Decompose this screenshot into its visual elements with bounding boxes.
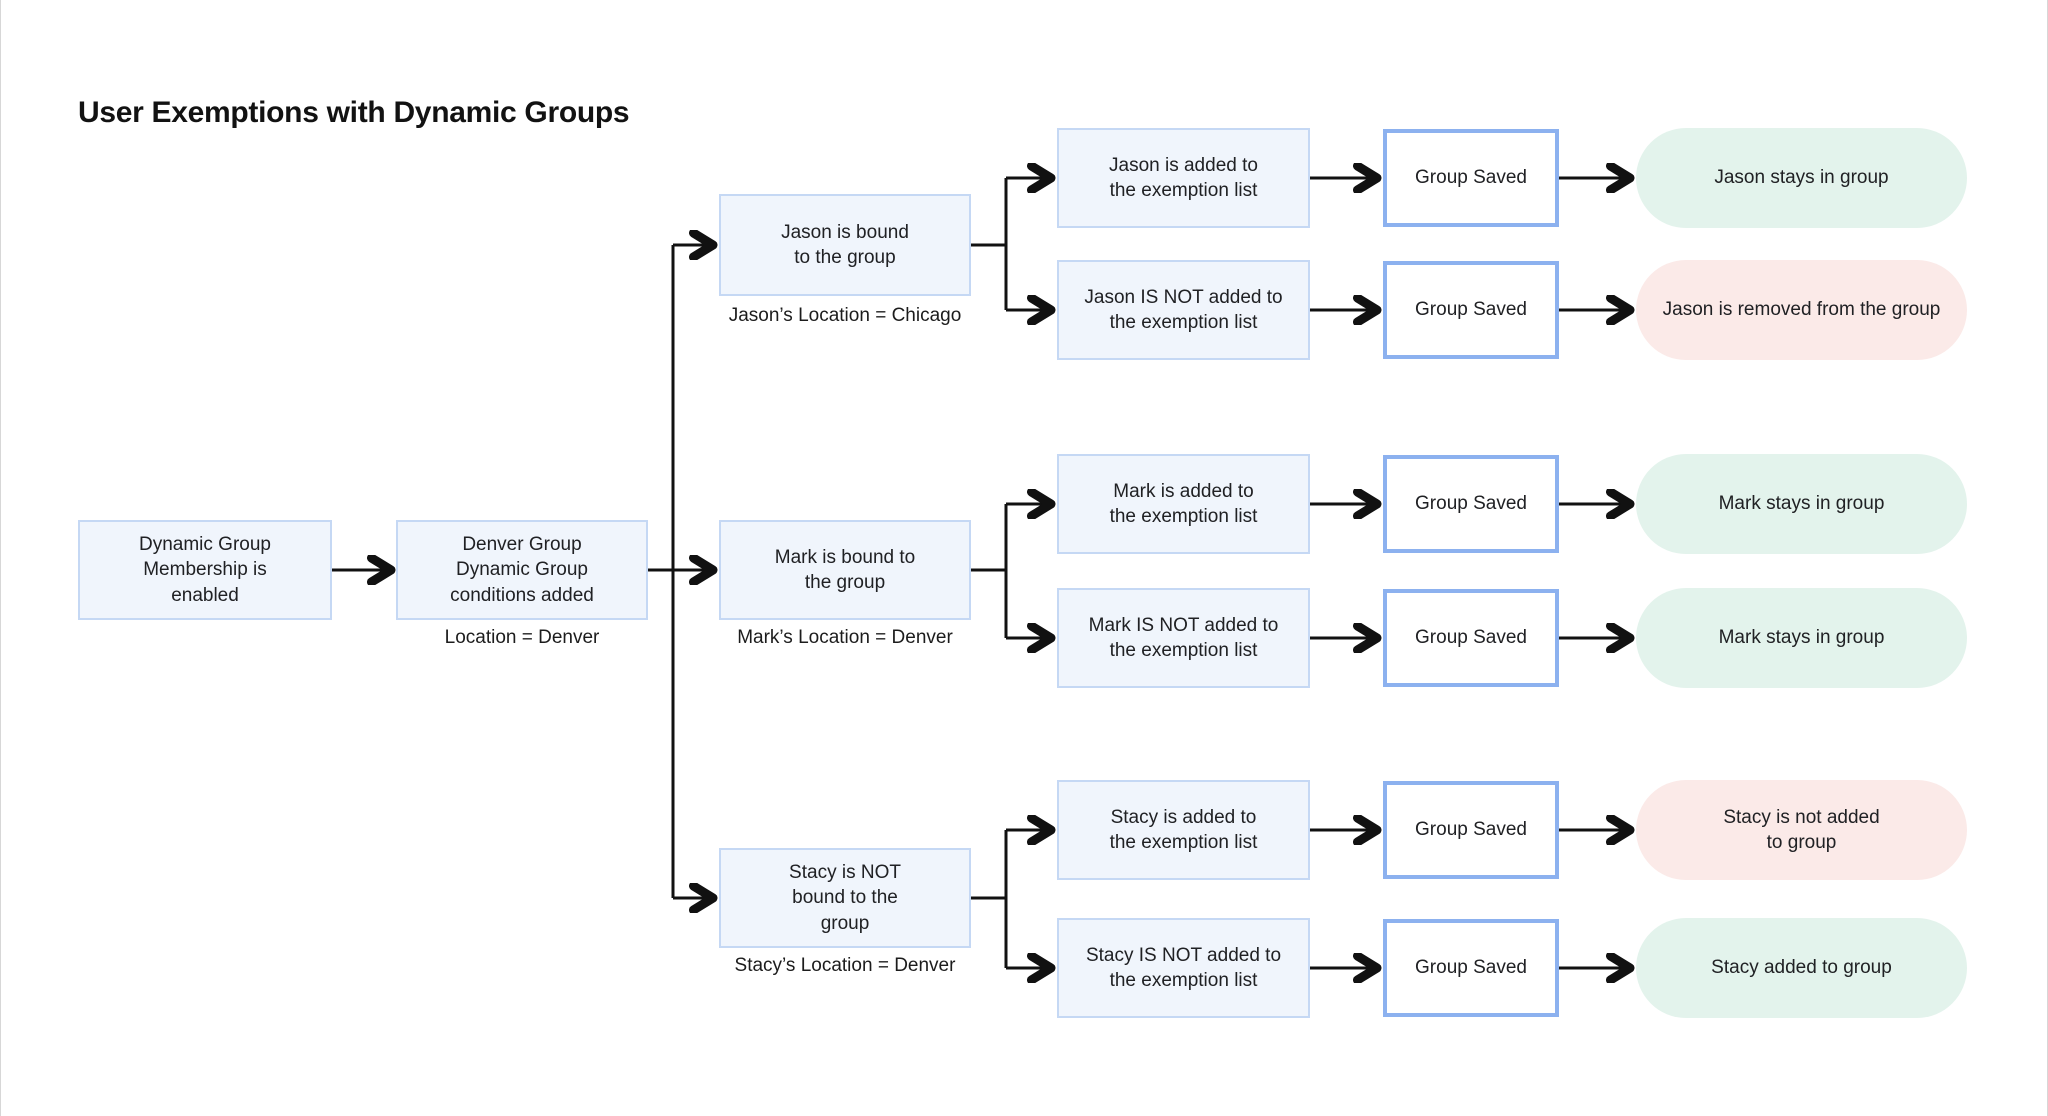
result-mark-stays-2: Mark stays in group bbox=[1636, 588, 1967, 688]
result-stacy-not-added: Stacy is not added to group bbox=[1636, 780, 1967, 880]
node-stacy-bound: Stacy is NOT bound to the group bbox=[719, 848, 971, 948]
caption-jason-location: Jason’s Location = Chicago bbox=[728, 305, 962, 326]
caption-mark-location: Mark’s Location = Denver bbox=[737, 627, 953, 648]
result-stacy-added: Stacy added to group bbox=[1636, 918, 1967, 1018]
result-mark-stays-1: Mark stays in group bbox=[1636, 454, 1967, 554]
node-group-saved-jason-1: Group Saved bbox=[1383, 129, 1559, 227]
screen-edge-left bbox=[0, 0, 1, 1116]
node-stacy-added: Stacy is added to the exemption list bbox=[1057, 780, 1310, 880]
node-condition: Denver Group Dynamic Group conditions ad… bbox=[396, 520, 648, 620]
node-mark-added: Mark is added to the exemption list bbox=[1057, 454, 1310, 554]
node-jason-added: Jason is added to the exemption list bbox=[1057, 128, 1310, 228]
caption-condition-location: Location = Denver bbox=[444, 627, 600, 648]
node-group-saved-mark-1: Group Saved bbox=[1383, 455, 1559, 553]
node-group-saved-stacy-1: Group Saved bbox=[1383, 781, 1559, 879]
page-title: User Exemptions with Dynamic Groups bbox=[78, 96, 630, 129]
node-jason-not-added: Jason IS NOT added to the exemption list bbox=[1057, 260, 1310, 360]
caption-stacy-location: Stacy’s Location = Denver bbox=[734, 955, 956, 976]
result-jason-stays: Jason stays in group bbox=[1636, 128, 1967, 228]
node-group-saved-jason-2: Group Saved bbox=[1383, 261, 1559, 359]
node-group-saved-mark-2: Group Saved bbox=[1383, 589, 1559, 687]
node-mark-not-added: Mark IS NOT added to the exemption list bbox=[1057, 588, 1310, 688]
node-jason-bound: Jason is bound to the group bbox=[719, 194, 971, 296]
node-group-saved-stacy-2: Group Saved bbox=[1383, 919, 1559, 1017]
node-stacy-not-added: Stacy IS NOT added to the exemption list bbox=[1057, 918, 1310, 1018]
node-mark-bound: Mark is bound to the group bbox=[719, 520, 971, 620]
result-jason-removed: Jason is removed from the group bbox=[1636, 260, 1967, 360]
node-start: Dynamic Group Membership is enabled bbox=[78, 520, 332, 620]
